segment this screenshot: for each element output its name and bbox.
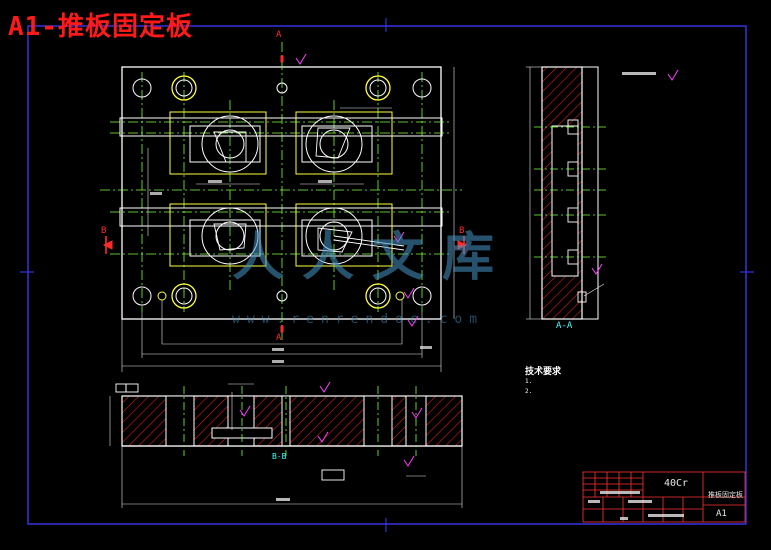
- title-block-part-name: 推板固定板: [708, 491, 743, 499]
- title-block-drawing-code: A1: [716, 509, 727, 519]
- title-block-material: 40Cr: [664, 478, 689, 489]
- title-block-lines: [582, 471, 746, 523]
- section-bb: [109, 381, 463, 508]
- watermark-url: www.renrendoc.com: [232, 312, 485, 327]
- section-a-top-label: A: [276, 30, 282, 40]
- plan-dimensions: [121, 67, 455, 372]
- page-title: A1-推板固定板: [8, 12, 193, 42]
- tech-requirements-heading: 技术要求: [525, 367, 562, 377]
- tech-requirement-2: 2.: [525, 388, 533, 395]
- plan-view: [100, 42, 462, 372]
- watermark-text: 人人文库: [232, 228, 513, 288]
- section-b-left-label: B: [101, 226, 107, 236]
- section-a-bottom-label: A: [276, 333, 282, 343]
- section-b-right-label: B: [459, 226, 465, 236]
- section-bb-label: B-B: [272, 452, 287, 461]
- section-aa-label: A-A: [556, 321, 573, 331]
- inclined-guides: [213, 127, 405, 253]
- section-arrows: [102, 55, 468, 333]
- tech-requirement-1: 1.: [525, 378, 533, 385]
- pocket-circles: [201, 115, 363, 265]
- drawing-frame: [20, 18, 754, 532]
- corner-holes: [132, 75, 432, 309]
- roughness-marks: [295, 53, 419, 327]
- slide-rails: [119, 111, 443, 267]
- section-aa: [526, 66, 679, 320]
